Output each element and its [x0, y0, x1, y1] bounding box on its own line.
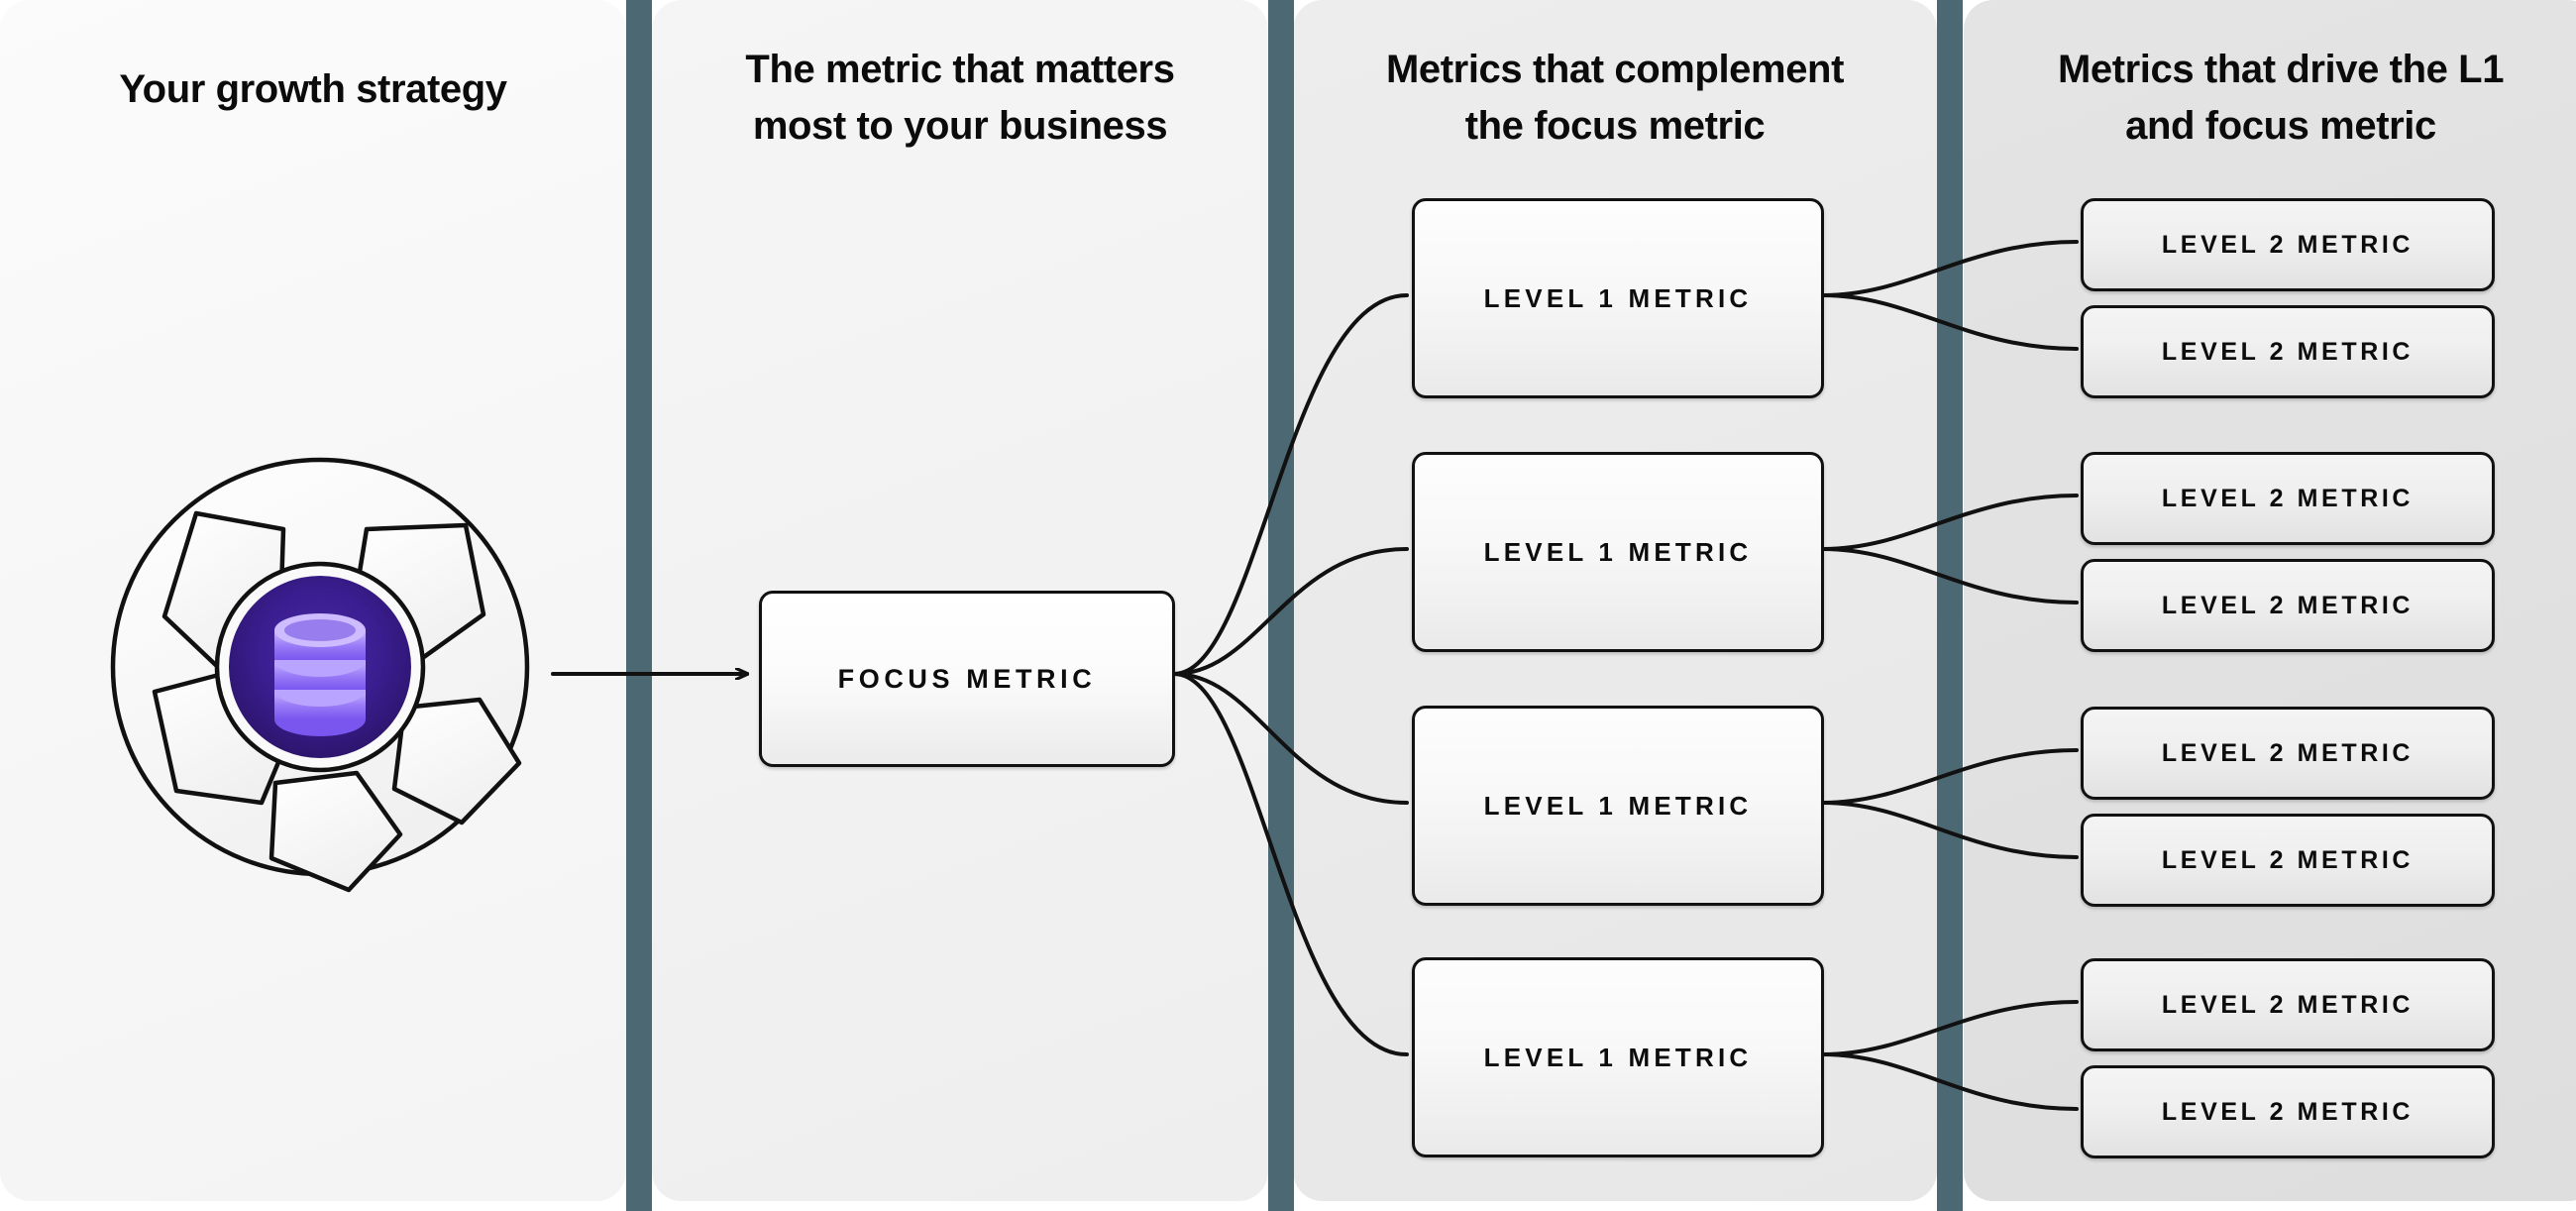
focus-metric-box[interactable]: FOCUS METRIC — [759, 591, 1175, 767]
level2-metric-box-8[interactable]: LEVEL 2 METRIC — [2081, 1065, 2495, 1158]
level2-metric-box-3[interactable]: LEVEL 2 METRIC — [2081, 452, 2495, 545]
level1-metric-box-4[interactable]: LEVEL 1 METRIC — [1412, 957, 1824, 1157]
level1-metric-box-3[interactable]: LEVEL 1 METRIC — [1412, 706, 1824, 906]
level2-metric-box-6[interactable]: LEVEL 2 METRIC — [2081, 814, 2495, 907]
level1-metric-box-2[interactable]: LEVEL 1 METRIC — [1412, 452, 1824, 652]
column-divider-3 — [1937, 0, 1963, 1211]
column-divider-1 — [626, 0, 652, 1211]
level2-metric-box-2[interactable]: LEVEL 2 METRIC — [2081, 305, 2495, 398]
level2-metric-box-7[interactable]: LEVEL 2 METRIC — [2081, 958, 2495, 1051]
column-divider-2 — [1268, 0, 1294, 1211]
level2-metric-box-5[interactable]: LEVEL 2 METRIC — [2081, 707, 2495, 800]
level2-metric-box-4[interactable]: LEVEL 2 METRIC — [2081, 559, 2495, 652]
aperture-database-logo — [110, 457, 530, 893]
database-icon — [274, 613, 366, 736]
level2-metric-box-1[interactable]: LEVEL 2 METRIC — [2081, 198, 2495, 291]
level1-metric-box-1[interactable]: LEVEL 1 METRIC — [1412, 198, 1824, 398]
column-title-growth-strategy: Your growth strategy — [119, 67, 507, 111]
